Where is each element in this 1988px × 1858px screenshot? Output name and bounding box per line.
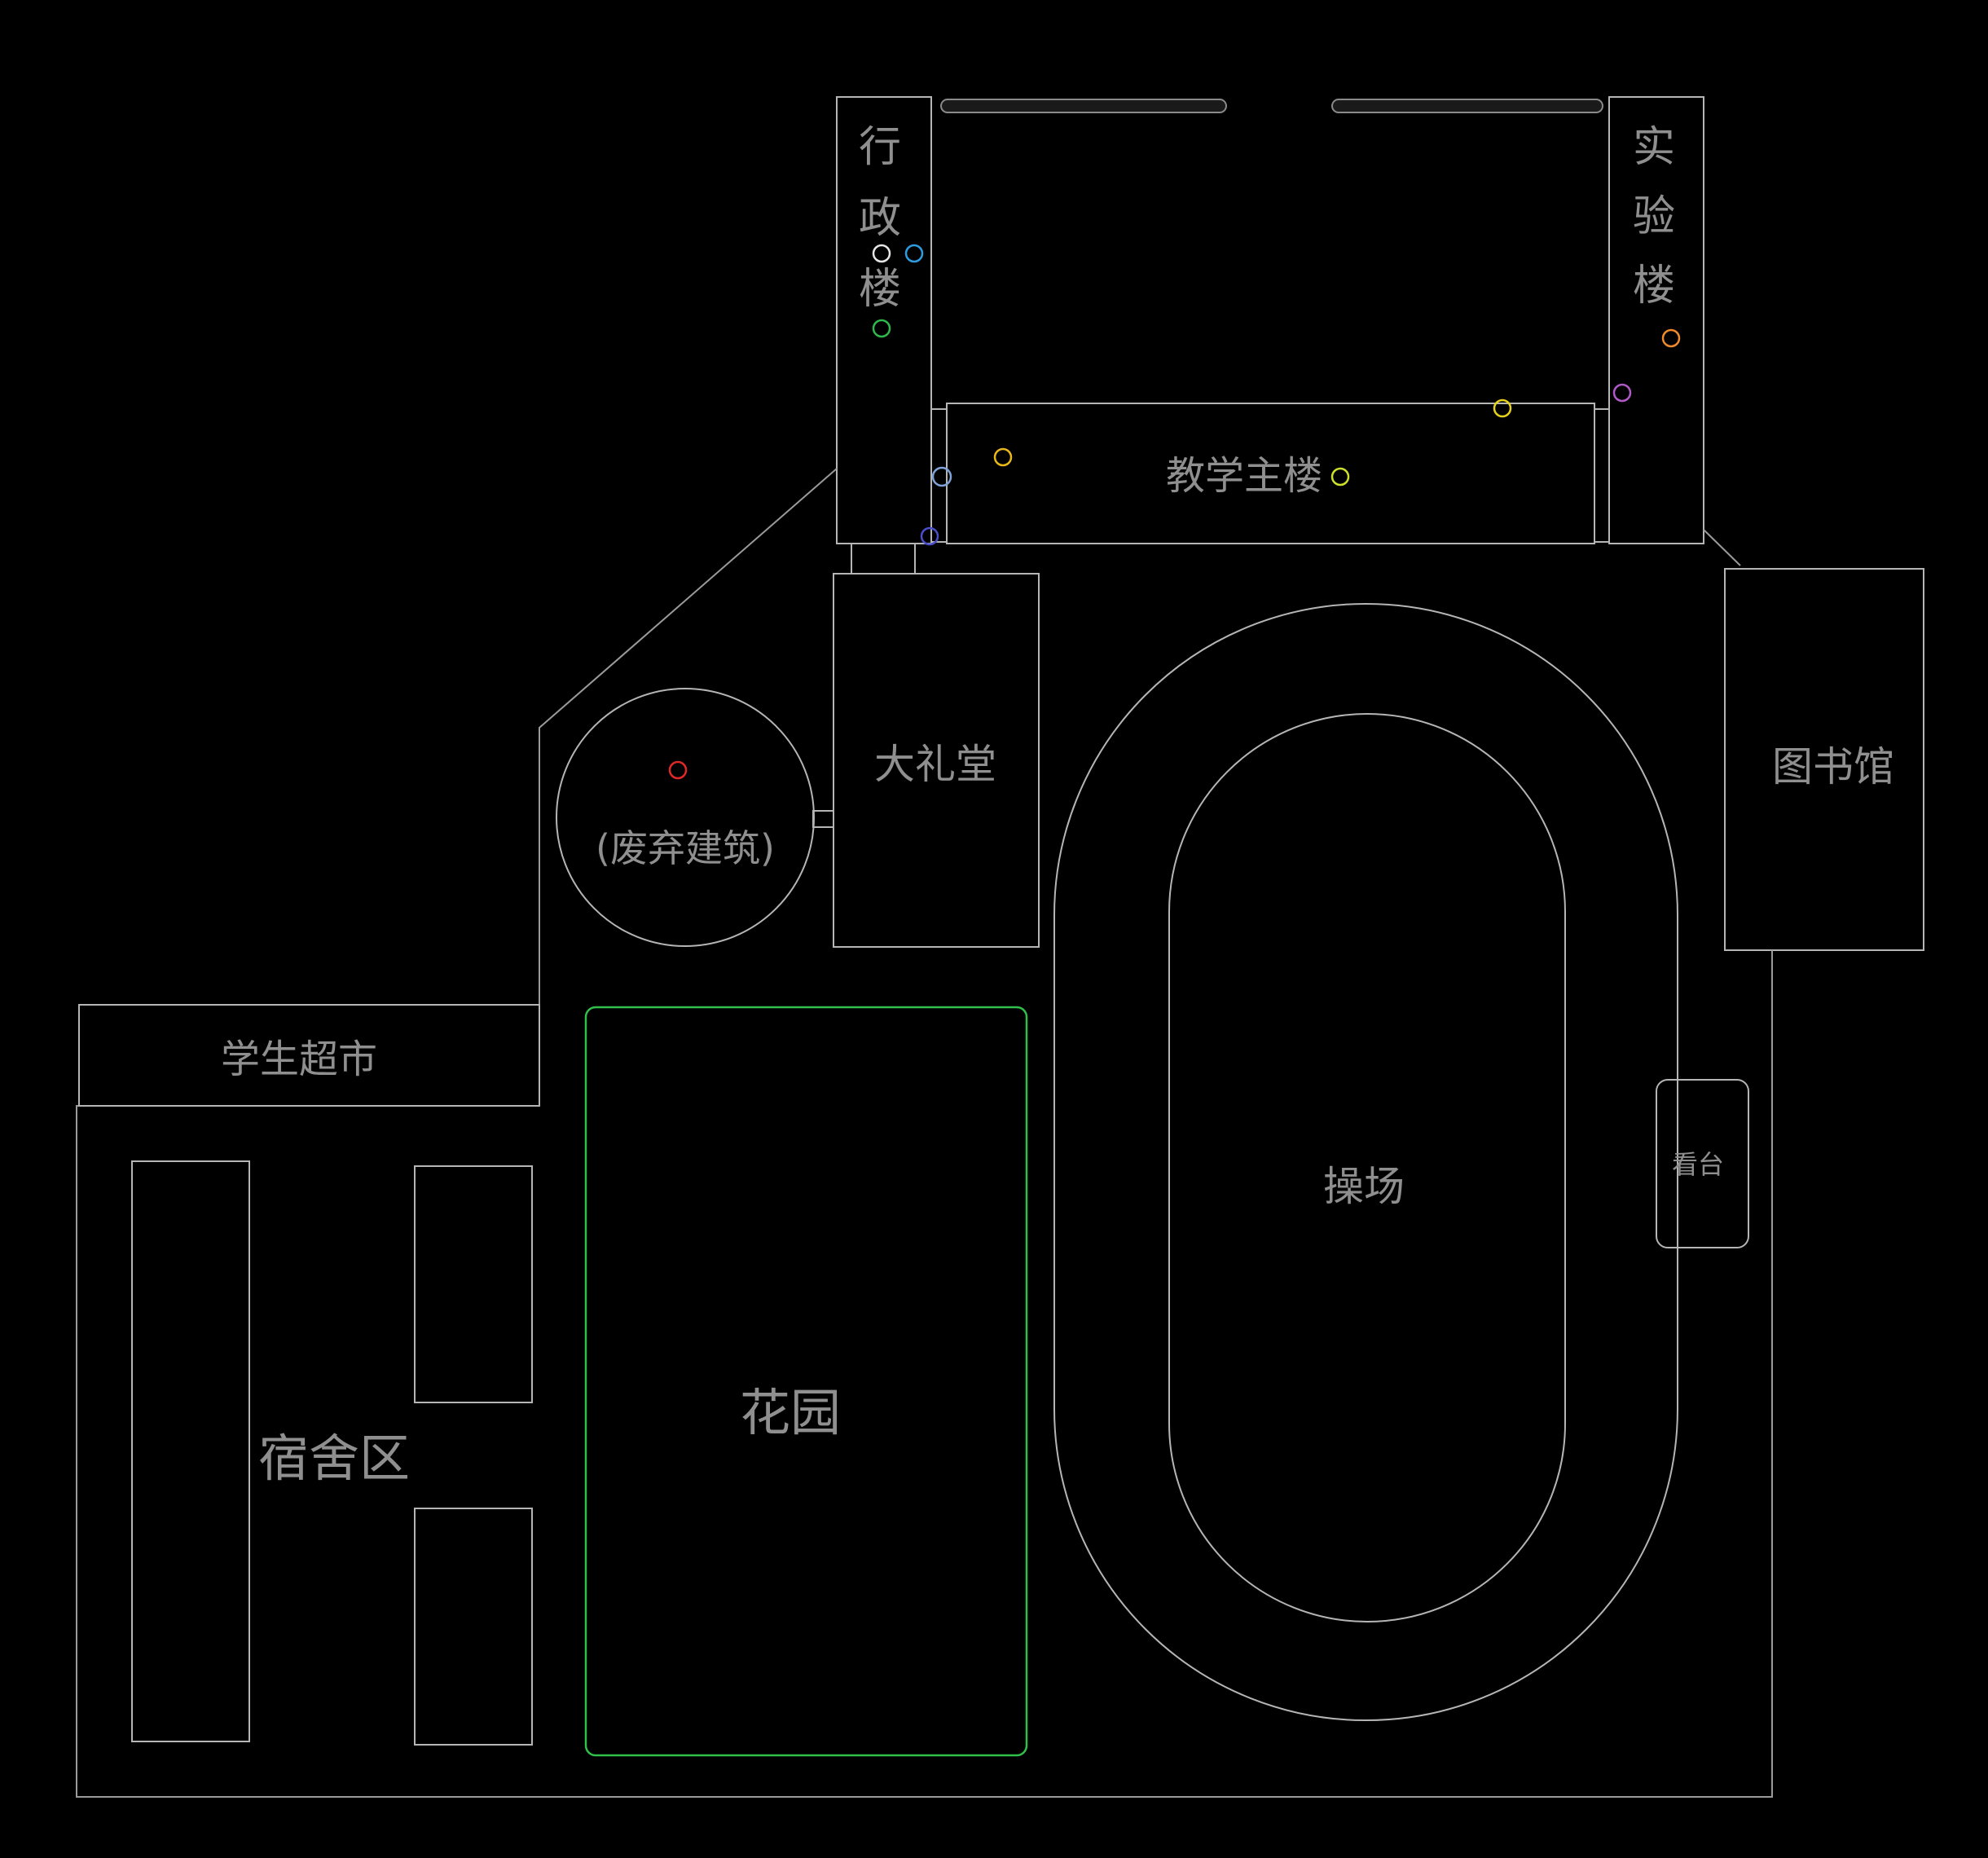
marker-steel-blue[interactable] (931, 466, 952, 487)
lab-label-1: 实 (1633, 123, 1675, 172)
teaching-connector-right (1594, 408, 1610, 543)
north-wall-left (940, 99, 1227, 113)
track-inner (1168, 713, 1566, 1622)
lab-label-2: 验 (1633, 192, 1675, 241)
north-wall-right (1331, 99, 1603, 113)
campus-boundary (76, 468, 1773, 1798)
teaching-connector-left (930, 408, 948, 543)
stand-label: 看台 (1672, 1149, 1724, 1180)
dorm-label: 宿舍区 (258, 1429, 410, 1488)
marker-red[interactable] (668, 760, 688, 780)
admin-annex (851, 543, 916, 575)
dorm-block-lower[interactable] (414, 1508, 533, 1746)
dorm-block-upper[interactable] (414, 1165, 533, 1403)
marker-violet[interactable] (1612, 383, 1632, 403)
marker-sky-blue[interactable] (904, 244, 924, 263)
marker-amber[interactable] (993, 447, 1013, 467)
lab-building[interactable] (1608, 96, 1704, 544)
track-outer[interactable] (1053, 603, 1678, 1721)
library[interactable] (1724, 568, 1924, 951)
auditorium[interactable] (833, 573, 1040, 948)
auditorium-label: 大礼堂 (874, 741, 996, 788)
marker-orange[interactable] (1661, 328, 1681, 348)
auditorium-link (812, 810, 834, 828)
lab-label-3: 楼 (1633, 262, 1675, 310)
marker-green[interactable] (872, 319, 891, 338)
admin-label-2: 政 (859, 194, 901, 243)
garden-label: 花园 (740, 1383, 841, 1442)
grandstand[interactable] (1656, 1079, 1749, 1248)
market-label: 学生超市 (221, 1037, 377, 1082)
teaching-label: 教学主楼 (1166, 453, 1322, 499)
admin-label-3: 楼 (859, 265, 901, 314)
abandoned-building[interactable] (556, 688, 815, 947)
garden[interactable] (584, 1006, 1028, 1757)
marker-navy[interactable] (920, 526, 939, 546)
student-supermarket[interactable] (78, 1004, 540, 1107)
marker-yellow-green[interactable] (1330, 467, 1350, 487)
library-label: 图书馆 (1772, 743, 1894, 790)
library-link (1703, 529, 1741, 566)
marker-white[interactable] (872, 244, 891, 263)
markers (668, 244, 1681, 780)
dorm-block-long[interactable] (131, 1160, 250, 1742)
admin-label-1: 行 (859, 123, 901, 172)
abandoned-label: (废弃建筑) (596, 826, 775, 870)
field-label: 操场 (1323, 1163, 1405, 1210)
marker-yellow[interactable] (1493, 398, 1512, 418)
